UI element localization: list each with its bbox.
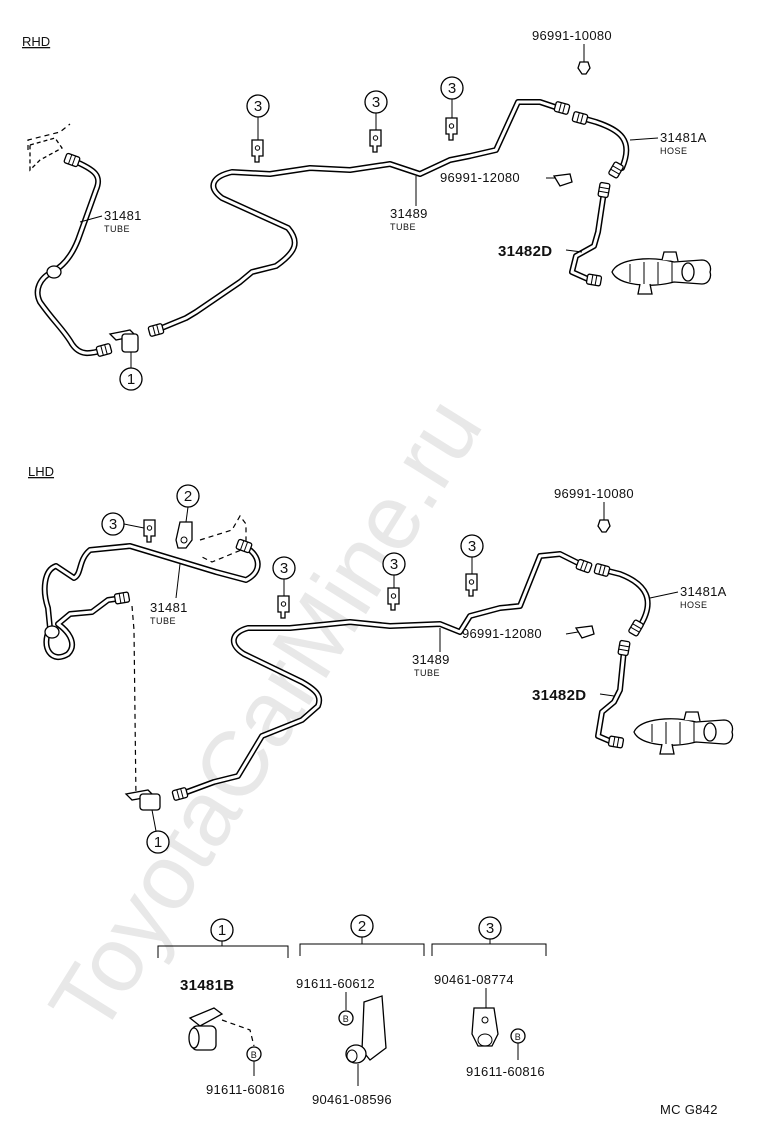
lhd-union-block	[124, 789, 161, 811]
rhd-fitting-left-bottom	[95, 342, 113, 358]
rhd-hose-end-a	[571, 110, 589, 126]
rhd-cyl-tube-bottom	[585, 273, 603, 287]
rhd-tube-31482d	[569, 189, 607, 283]
svg-text:2: 2	[184, 488, 192, 505]
svg-text:1: 1	[127, 371, 135, 388]
legend-91611-60816-a: 91611-60816	[206, 1082, 285, 1097]
lhd-clip-96991-12080	[574, 625, 595, 639]
lhd-cyl-tube-top	[617, 639, 631, 657]
lhd-clip-3-d	[465, 573, 478, 597]
svg-text:3: 3	[486, 920, 494, 937]
lhd-tube-31482d	[595, 647, 627, 745]
lhd-tube-31481	[41, 543, 261, 660]
rhd-tube-31481	[34, 157, 107, 357]
lhd-callout-3-b: 3	[272, 556, 296, 596]
rhd-fitting-left-top	[63, 152, 81, 168]
svg-text:3: 3	[390, 556, 398, 573]
lhd-clip-96991-10080	[597, 519, 611, 533]
lhd-hose-end-a	[593, 562, 611, 578]
lhd-callout-3-a: 3	[101, 512, 145, 536]
watermark: ToyotaCarMine.ru	[30, 381, 501, 1051]
rhd-clip-3-a	[251, 139, 264, 163]
lhd-callout-1: 1	[146, 809, 170, 854]
legend-90461-08774: 90461-08774	[434, 972, 514, 987]
lhd-clip-3-a	[143, 519, 156, 543]
lhd-label-96991-10080: 96991-10080	[554, 486, 634, 501]
svg-text:3: 3	[468, 538, 476, 555]
lhd-dashed-link	[131, 605, 137, 801]
lhd-grommet	[44, 625, 60, 639]
rhd-clip-96991-12080	[552, 173, 573, 187]
legend-31481b: 31481B	[180, 977, 234, 994]
svg-text:B: B	[515, 1032, 522, 1042]
lhd-fitting-left-mid	[113, 591, 131, 605]
lhd-callout-3-c: 3	[382, 552, 406, 588]
rhd-label-31489: 31489	[390, 206, 428, 221]
rhd-label-31481-sub: TUBE	[104, 224, 130, 234]
rhd-slave-cylinder	[611, 251, 712, 295]
lhd-label-31481a: 31481A	[680, 584, 727, 599]
lhd-label-96991-12080: 96991-12080	[462, 626, 542, 641]
rhd-fitting-main-left	[147, 322, 165, 338]
section-label-lhd: LHD	[28, 464, 54, 479]
svg-text:1: 1	[218, 922, 226, 939]
rhd-label-31481a: 31481A	[660, 130, 707, 145]
rhd-label-31481: 31481	[104, 208, 142, 223]
lhd-label-31481-sub: TUBE	[150, 616, 176, 626]
rhd-tube-31489	[149, 99, 561, 335]
rhd-label-96991-10080: 96991-10080	[532, 28, 612, 43]
lhd-label-31481a-sub: HOSE	[680, 600, 708, 610]
figure-code: MC G842	[660, 1102, 718, 1117]
lhd-label-31481: 31481	[150, 600, 188, 615]
lhd-callout-2: 2	[176, 484, 200, 523]
svg-text:B: B	[251, 1050, 258, 1060]
rhd-label-31481a-sub: HOSE	[660, 146, 688, 156]
lhd-slave-cylinder	[633, 711, 734, 755]
svg-text:3: 3	[254, 98, 262, 115]
legend-group-1: 1 31481B B 91611-60816	[157, 918, 289, 1097]
legend-bolt-b-2	[338, 1010, 354, 1026]
legend-group-2: 2 91611-60612 B 90461-08596	[296, 914, 425, 1107]
svg-text:3: 3	[109, 516, 117, 533]
legend-clip-3	[471, 1007, 499, 1047]
legend-90461-08596: 90461-08596	[312, 1092, 392, 1107]
svg-text:3: 3	[280, 560, 288, 577]
lhd-tube-31489	[173, 551, 587, 799]
svg-text:2: 2	[358, 918, 366, 935]
legend-91611-60816-b: 91611-60816	[466, 1064, 545, 1079]
rhd-union-block	[108, 329, 139, 353]
legend-group-3: 3 90461-08774 B 91611-60816	[431, 916, 547, 1079]
rhd-label-31489-sub: TUBE	[390, 222, 416, 232]
rhd-hose-31481a	[579, 115, 630, 171]
lhd-label-31489-sub: TUBE	[414, 668, 440, 678]
lhd-callout-3-d: 3	[460, 534, 484, 574]
rhd-callout-3-c: 3	[440, 76, 464, 118]
rhd-callout-3-a: 3	[246, 94, 270, 140]
rhd-grommet	[46, 265, 62, 279]
legend-union-block	[188, 1007, 224, 1051]
legend-91611-60612: 91611-60612	[296, 976, 375, 991]
lhd-label-31482d: 31482D	[532, 687, 586, 704]
rhd-clip-3-b	[369, 129, 382, 153]
lhd-clip-2	[175, 521, 193, 549]
svg-text:B: B	[343, 1014, 350, 1024]
rhd-fitting-main-right	[553, 100, 571, 116]
svg-text:3: 3	[372, 94, 380, 111]
rhd-callout-3-b: 3	[364, 90, 388, 130]
lhd-hose-31481a	[601, 567, 651, 629]
lhd-fitting-main-right	[575, 558, 593, 574]
svg-text:1: 1	[154, 834, 162, 851]
rhd-label-96991-12080: 96991-12080	[440, 170, 520, 185]
svg-text:3: 3	[448, 80, 456, 97]
rhd-label-31482d: 31482D	[498, 243, 552, 260]
rhd-callout-1: 1	[119, 352, 143, 391]
legend-bracket-clamp	[345, 995, 387, 1064]
rhd-clip-3-c	[445, 117, 458, 141]
rhd-cyl-tube-top	[597, 181, 611, 199]
section-label-rhd: RHD	[22, 34, 50, 49]
lhd-label-31489: 31489	[412, 652, 450, 667]
rhd-clip-96991-10080	[577, 61, 591, 75]
lhd-cyl-tube-bottom	[607, 735, 625, 749]
